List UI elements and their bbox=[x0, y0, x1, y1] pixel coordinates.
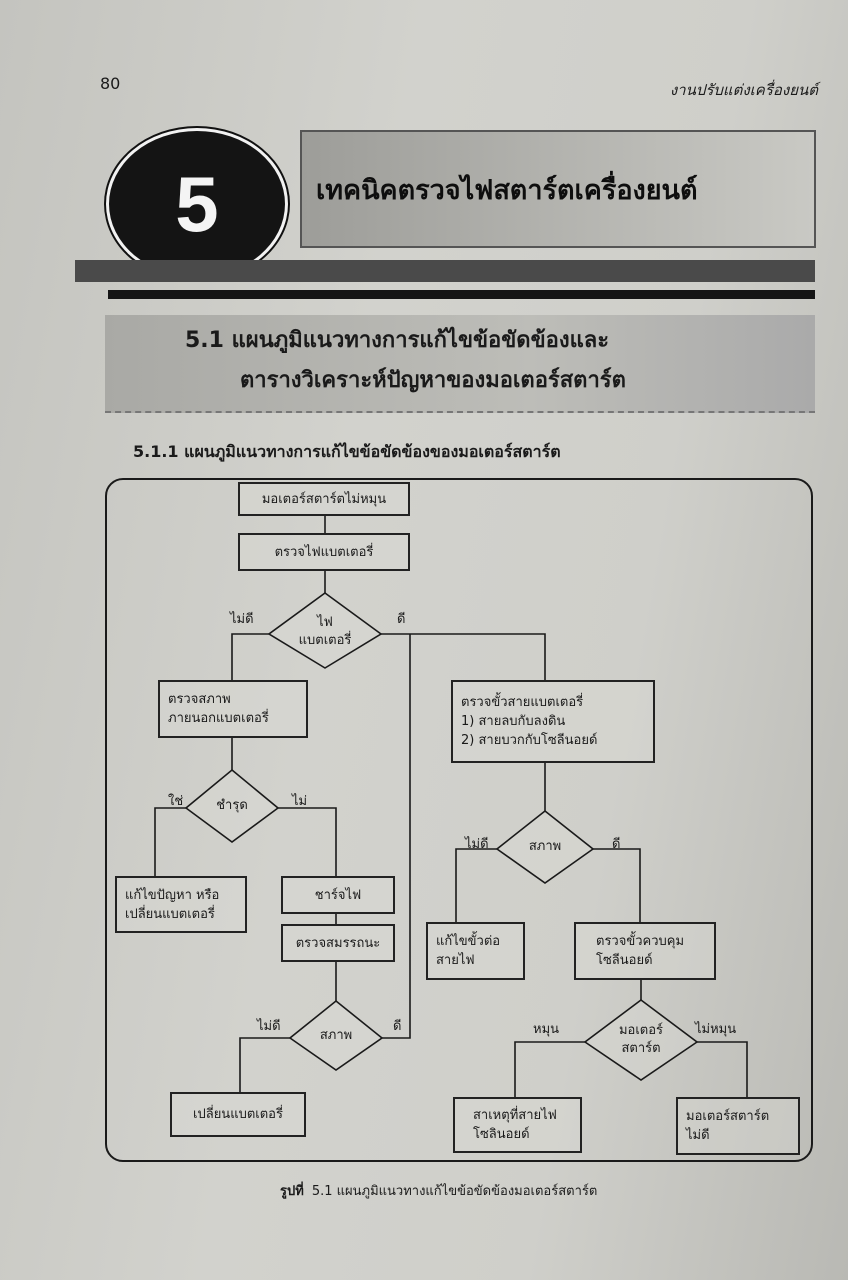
decision-damaged bbox=[184, 768, 280, 843]
label-condition-2-yes: ดี bbox=[612, 837, 621, 852]
connector-lines bbox=[154, 516, 748, 1097]
chapter-title-box: เทคนิคตรวจไฟสตาร์ตเครื่องยนต์ bbox=[300, 130, 816, 248]
box-check-solenoid: ตรวจขั้วควบคุมโซลีนอยด์ bbox=[574, 922, 716, 980]
box-motor-bad-line2: ไม่ดี bbox=[686, 1128, 710, 1143]
subsection-title: 5.1.1 แผนภูมิแนวทางการแก้ไขข้อขัดข้องของ… bbox=[133, 442, 561, 461]
decision-battery-text: ไฟแบตเตอรี่ bbox=[299, 614, 352, 650]
box-start-text: มอเตอร์สตาร์ตไม่หมุน bbox=[261, 491, 387, 507]
chapter-number-badge: 5 bbox=[106, 128, 288, 280]
decision-motor-line2: สตาร์ต bbox=[621, 1041, 661, 1056]
label-battery-yes: ดี bbox=[397, 612, 406, 627]
decision-motor-line1: มอเตอร์ bbox=[618, 1023, 664, 1038]
flowchart-frame bbox=[105, 478, 813, 1162]
decorative-bar bbox=[75, 260, 815, 282]
box-check-exterior: ตรวจสภาพภายนอกแบตเตอรี่ bbox=[158, 680, 308, 738]
decision-battery-line2: แบตเตอรี่ bbox=[298, 633, 352, 648]
box-check-terminals: ตรวจขั้วสายแบตเตอรี่ 1) สายลบกับลงดิน 2) ส… bbox=[451, 680, 655, 763]
box-cause-wire: สาเหตุที่สายไฟโซลินอยด์ bbox=[453, 1097, 582, 1153]
box-cause-wire-line1: สาเหตุที่สายไฟ bbox=[473, 1108, 557, 1123]
box-check-battery: ตรวจไฟแบตเตอรี่ bbox=[238, 533, 410, 571]
box-fix-connector-line2: สายไฟ bbox=[436, 953, 475, 968]
section-heading-box bbox=[105, 315, 815, 413]
label-battery-no: ไม่ดี bbox=[230, 612, 254, 627]
decision-motor-text: มอเตอร์สตาร์ต bbox=[619, 1022, 663, 1058]
decision-damaged-text: ชำรุด bbox=[216, 798, 248, 813]
box-motor-bad-line1: มอเตอร์สตาร์ต bbox=[686, 1109, 770, 1124]
box-check-solenoid-line2: โซลีนอยด์ bbox=[596, 953, 653, 968]
decision-condition-1 bbox=[288, 999, 384, 1071]
label-damaged-yes: ใช่ bbox=[168, 794, 184, 809]
box-fix-connector: แก้ไขขั้วต่อสายไฟ bbox=[426, 922, 525, 980]
box-replace-battery-text: เปลี่ยนแบตเตอรี่ bbox=[193, 1107, 283, 1122]
label-condition-1-no: ไม่ดี bbox=[257, 1019, 281, 1034]
page-number: 80 bbox=[100, 74, 121, 93]
decision-condition-2 bbox=[495, 809, 595, 884]
box-test-capacity: ตรวจสมรรถนะ bbox=[281, 924, 395, 962]
box-cause-wire-line2: โซลินอยด์ bbox=[473, 1127, 530, 1142]
box-check-terminals-line2: 1) สายลบกับลงดิน bbox=[461, 714, 566, 729]
label-condition-1-yes: ดี bbox=[393, 1019, 402, 1034]
caption-label: รูปที่ bbox=[280, 1184, 304, 1199]
running-title: งานปรับแต่งเครื่องยนต์ bbox=[669, 81, 818, 99]
box-fix-connector-line1: แก้ไขขั้วต่อ bbox=[436, 934, 501, 949]
decision-condition-2-text: สภาพ bbox=[528, 839, 562, 854]
box-start: มอเตอร์สตาร์ตไม่หมุน bbox=[238, 482, 410, 516]
box-check-solenoid-line1: ตรวจขั้วควบคุม bbox=[596, 934, 685, 949]
box-fix-or-replace-line1: แก้ไขปัญหา หรือ bbox=[125, 887, 220, 903]
box-check-exterior-line2: ภายนอกแบตเตอรี่ bbox=[168, 711, 269, 726]
label-condition-2-no: ไม่ดี bbox=[465, 837, 489, 852]
decision-battery-line1: ไฟ bbox=[317, 615, 333, 630]
section-title-line2: ตารางวิเคราะห์ปัญหาของมอเตอร์สตาร์ต bbox=[240, 368, 626, 393]
box-charge-text: ชาร์จไฟ bbox=[314, 887, 362, 903]
decorative-rule bbox=[108, 290, 815, 299]
box-check-battery-text: ตรวจไฟแบตเตอรี่ bbox=[274, 544, 374, 560]
chapter-title: เทคนิคตรวจไฟสตาร์ตเครื่องยนต์ bbox=[316, 174, 698, 206]
decision-motor bbox=[583, 999, 699, 1081]
label-motor-yes: หมุน bbox=[533, 1022, 560, 1037]
decision-condition-1-text: สภาพ bbox=[319, 1028, 353, 1043]
box-check-terminals-line1: ตรวจขั้วสายแบตเตอรี่ bbox=[461, 695, 584, 710]
box-motor-bad: มอเตอร์สตาร์ตไม่ดี bbox=[676, 1097, 800, 1155]
box-fix-or-replace-line2: เปลี่ยนแบตเตอรี่ bbox=[125, 906, 215, 922]
section-title-line1: 5.1 แผนภูมิแนวทางการแก้ไขข้อขัดข้องและ bbox=[185, 328, 610, 353]
label-motor-no: ไม่หมุน bbox=[695, 1022, 737, 1037]
box-fix-or-replace: แก้ไขปัญหา หรือเปลี่ยนแบตเตอรี่ bbox=[115, 876, 247, 933]
box-test-capacity-text: ตรวจสมรรถนะ bbox=[295, 935, 381, 951]
decision-battery bbox=[267, 592, 383, 669]
figure-caption: รูปที่ 5.1 แผนภูมิแนวทางแก้ไขข้อขัดข้องมอ… bbox=[280, 1180, 597, 1201]
caption-text: 5.1 แผนภูมิแนวทางแก้ไขข้อขัดข้องมอเตอร์ส… bbox=[311, 1184, 598, 1199]
box-check-exterior-line1: ตรวจสภาพ bbox=[168, 692, 231, 707]
chapter-number: 5 bbox=[175, 159, 219, 248]
label-damaged-no: ไม่ bbox=[292, 794, 308, 809]
box-charge: ชาร์จไฟ bbox=[281, 876, 395, 914]
box-check-terminals-line3: 2) สายบวกกับโซลีนอยด์ bbox=[461, 733, 598, 748]
box-replace-battery: เปลี่ยนแบตเตอรี่ bbox=[170, 1092, 306, 1137]
